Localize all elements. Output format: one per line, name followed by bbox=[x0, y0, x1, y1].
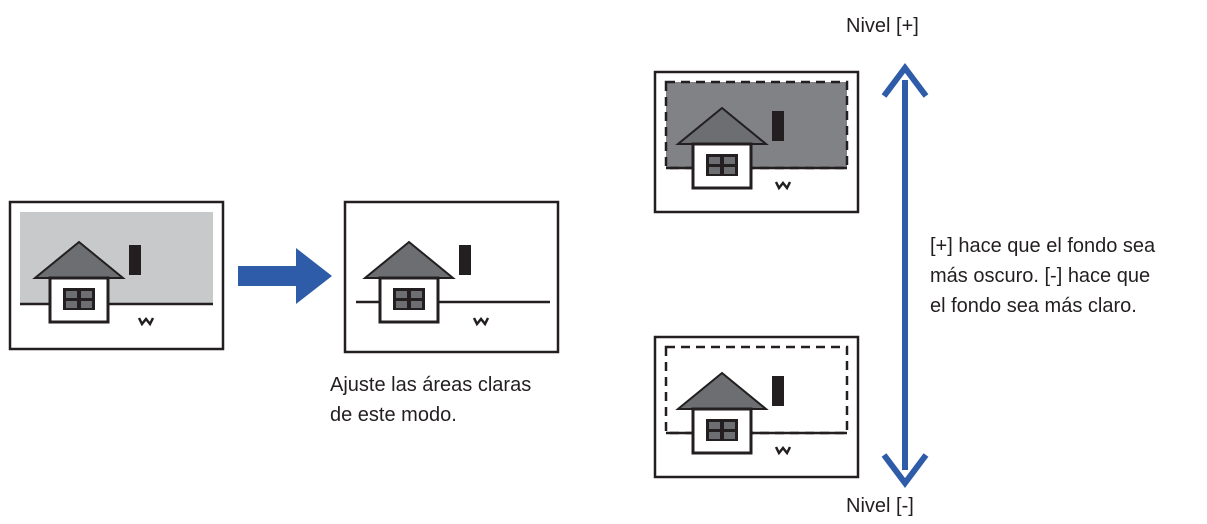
caption-line-1: Ajuste las áreas claras bbox=[330, 374, 532, 396]
level-plus-document-image bbox=[653, 70, 860, 214]
description-line-1: [+] hace que el fondo sea bbox=[930, 235, 1156, 257]
adjusted-document-image bbox=[343, 200, 560, 354]
level-minus-document-image bbox=[653, 335, 860, 479]
right-arrow-icon bbox=[238, 248, 332, 304]
original-document-image bbox=[8, 200, 225, 351]
vertical-double-arrow-icon bbox=[881, 63, 929, 488]
level-minus-label: Nivel [-] bbox=[846, 495, 914, 517]
level-plus-label: Nivel [+] bbox=[846, 15, 919, 37]
caption-line-2: de este modo. bbox=[330, 404, 457, 426]
description-line-2: más oscuro. [-] hace que bbox=[930, 265, 1151, 287]
description-line-3: el fondo sea más claro. bbox=[930, 295, 1137, 317]
